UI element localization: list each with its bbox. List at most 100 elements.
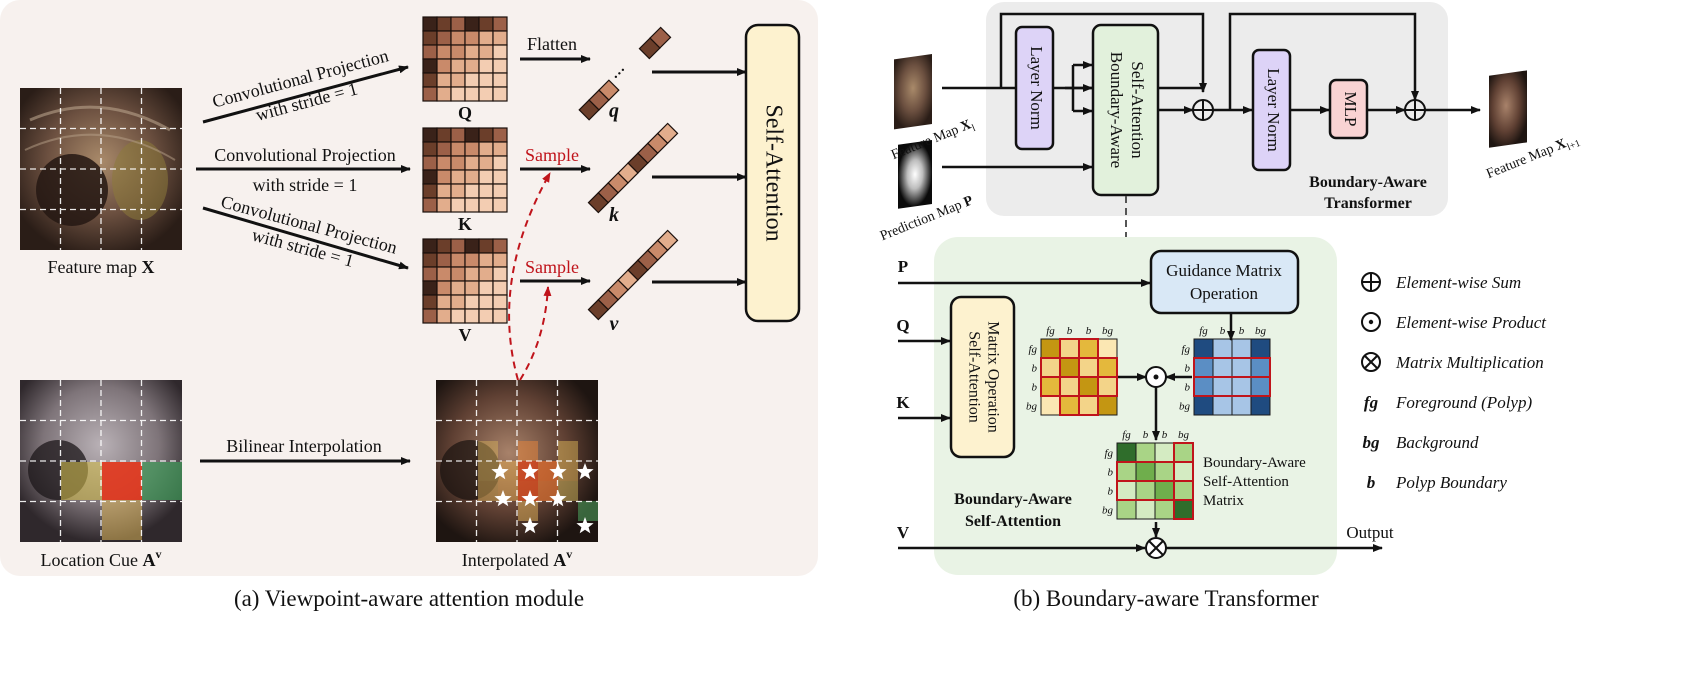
matrix-cell [1040,395,1061,416]
matrix-cell [478,266,494,282]
matrix-cell [450,44,466,60]
star-icon [521,517,539,534]
matrix-cell [464,58,480,74]
conv-label-k-2: with stride = 1 [253,175,358,195]
matrix-cell [436,86,452,102]
matrix-cell [1078,357,1099,378]
matrix-cell [436,266,452,282]
matrix-cell [450,183,466,199]
matrix-cell [464,16,480,32]
matrix-cell [464,44,480,60]
matrix-cell [1231,338,1252,359]
heat-cell [478,441,498,461]
heat-cell [538,481,558,501]
matrix-cell [422,308,438,324]
matrix-cell [492,86,508,102]
matrix-cell [1250,376,1271,397]
matrix-cell [450,197,466,213]
legend-text-bg: Background [1396,433,1479,452]
feature-map-label: Feature map X [48,257,155,277]
matrix-cell [450,30,466,46]
residual-1 [999,12,1207,93]
star-icon [576,517,594,534]
matrix-cell [1135,499,1156,520]
legend-text-matmul: Matrix Multiplication [1395,353,1544,372]
vector-cell [598,79,620,101]
sample-k-label: Sample [525,145,579,165]
matrix-col-label: bg [1255,325,1267,337]
matrix-cell [492,197,508,213]
matrix-cell [436,127,452,143]
matrix-row-label: b [1185,363,1191,375]
star-icon [494,490,512,507]
matrix-cell [1193,357,1214,378]
legend-b-symbol: b [1367,473,1376,492]
matrix-cell [1059,338,1080,359]
matrix-cell [1059,395,1080,416]
matrix-cell [436,155,452,171]
boundary-row-outline [1193,376,1271,397]
basa-box-line2: Self-Attention [1128,61,1147,159]
k-matrix [422,127,508,213]
matrix-cell [492,308,508,324]
layer-norm-1-box [1014,25,1055,151]
matrix-cell [436,141,452,157]
legend-sum-icon [1361,272,1381,292]
matrix-cell [422,252,438,268]
matrix-cell [1173,442,1194,463]
matrix-cell [1135,442,1156,463]
matrix-cell [1212,376,1233,397]
result-label-1: Boundary-Aware [1203,455,1306,471]
matrix-cell [1154,442,1175,463]
sum-2-symbol [1404,99,1426,121]
matrix-cell [464,266,480,282]
matrix-cell [422,72,438,88]
matrix-col-label: bg [1178,429,1190,441]
matrix-cell [1173,499,1194,520]
matrix-cell [1250,357,1271,378]
matrix-cell [1212,338,1233,359]
heat-cell [578,501,598,521]
matrix-cell [478,127,494,143]
self-attention-matrix [1040,338,1118,416]
boundary-col-outline [1173,442,1194,520]
matrix-cell [1231,357,1252,378]
matrix-row-label: bg [1102,505,1114,517]
legend-fg-symbol: fg [1364,393,1379,412]
legend-bg-symbol: bg [1363,433,1381,452]
matrix-cell [422,266,438,282]
matrix-cell [436,58,452,74]
matrix-cell [478,308,494,324]
matrix-cell [464,30,480,46]
k-token-vector [587,122,679,214]
self-attention-label: Self-Attention [760,104,786,241]
sum-1-symbol [1192,99,1214,121]
legend-product-icon [1361,312,1381,332]
matrix-cell [464,308,480,324]
matrix-cell [464,183,480,199]
guidance-matrix [1193,338,1271,416]
matrix-cell [478,252,494,268]
feature-map-out-image [1489,70,1527,148]
matrix-cell [1193,338,1214,359]
sample-k-dashed-arrow [508,172,551,381]
panel-b: Feature Map Xl Prediction Map P Layer No… [878,2,1582,611]
heat-cell [558,441,578,461]
matrix-row-label: b [1108,486,1114,498]
matrix-cell [1116,461,1137,482]
matrix-cell [1231,395,1252,416]
matrix-cell [478,280,494,296]
q-matrix [422,16,508,102]
matrix-col-label: fg [1122,429,1131,441]
matrix-cell [478,86,494,102]
matrix-cell [422,280,438,296]
matrix-cell [1040,376,1061,397]
matrix-cell [464,294,480,310]
matrix-cell [464,197,480,213]
matrix-cell [436,308,452,324]
matrix-cell [1212,395,1233,416]
matrix-cell [450,238,466,254]
guidance-line2: Operation [1190,284,1258,303]
matrix-cell [464,169,480,185]
